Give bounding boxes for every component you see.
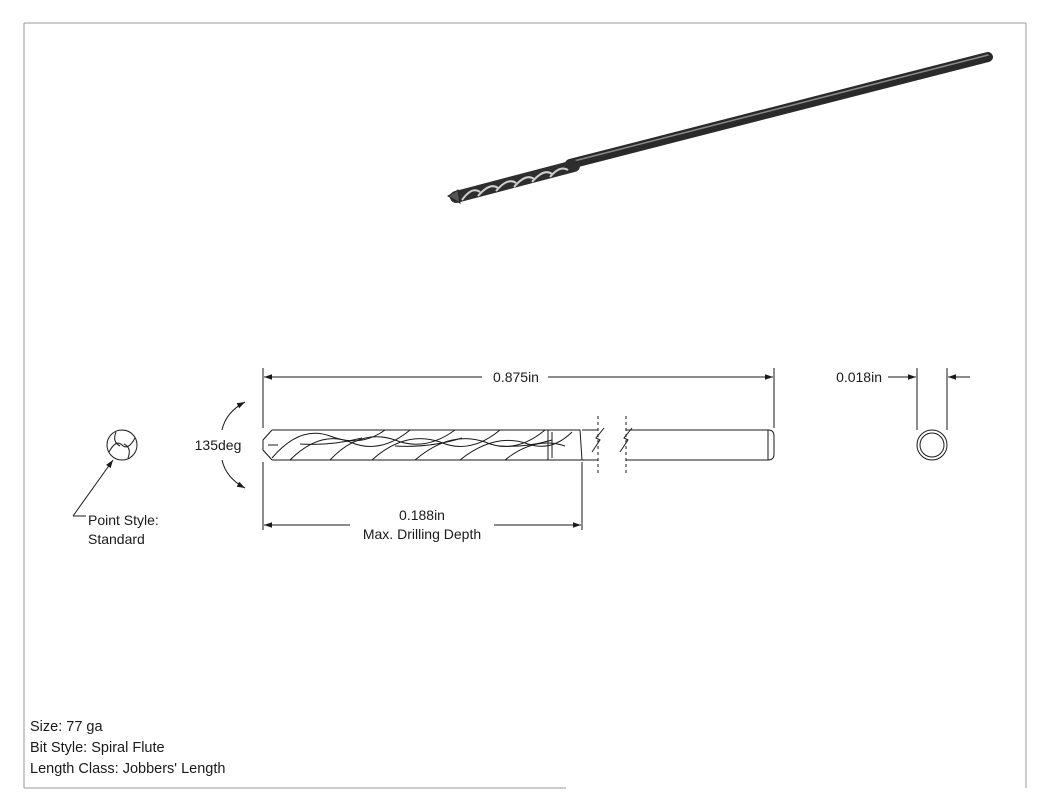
size-note: Size: 77 ga <box>30 719 103 735</box>
drilling-depth-dimension <box>262 462 583 530</box>
drill-side-view <box>262 429 775 461</box>
isometric-drill-view <box>447 52 993 204</box>
point-style-value: Standard <box>88 531 145 547</box>
bit-style-note: Bit Style: Spiral Flute <box>30 740 165 756</box>
point-angle-dimension <box>221 401 246 489</box>
diameter-label: 0.018in <box>836 369 882 385</box>
shank-end-view <box>916 429 948 461</box>
drawing-frame <box>23 22 1027 789</box>
length-class-note: Length Class: Jobbers' Length <box>30 761 226 777</box>
diameter-dimension <box>888 368 970 430</box>
point-style-leader <box>72 459 114 517</box>
overall-length-dimension <box>262 368 775 428</box>
drilling-depth-caption: Max. Drilling Depth <box>363 526 481 542</box>
point-style-label: Point Style: <box>88 512 159 528</box>
point-end-view <box>106 429 138 461</box>
break-marks <box>591 416 633 474</box>
overall-length-label: 0.875in <box>493 369 539 385</box>
drilling-depth-value: 0.188in <box>399 507 445 523</box>
spec-notes: Size: 77 ga Bit Style: Spiral Flute Leng… <box>30 717 225 780</box>
point-angle-label: 135deg <box>195 437 242 453</box>
